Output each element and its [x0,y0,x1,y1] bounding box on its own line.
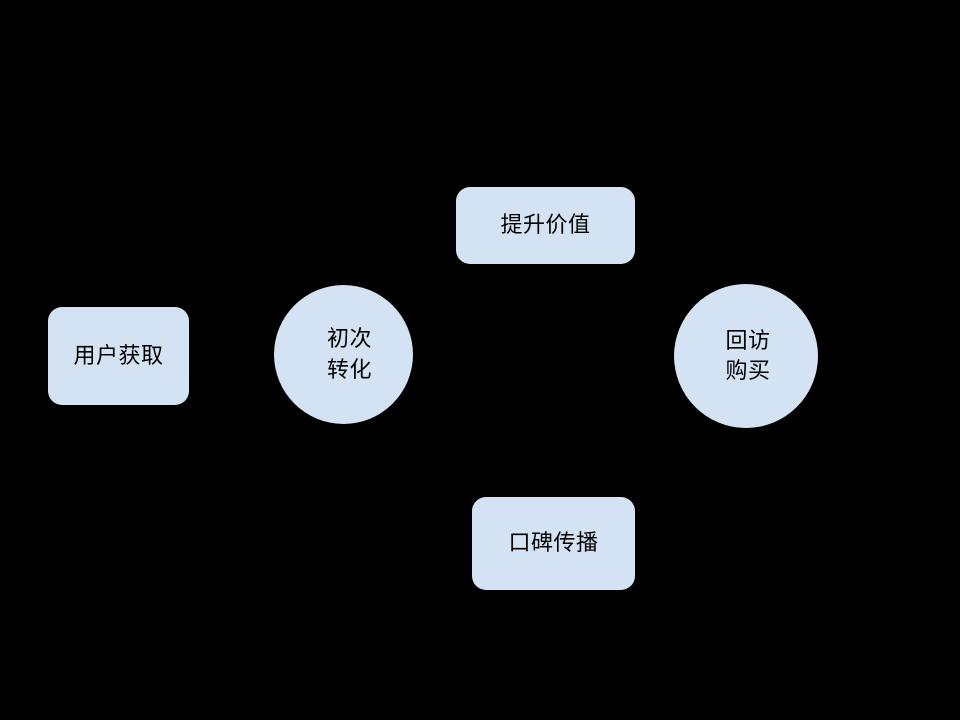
node-first-conversion[interactable]: 初次 转化 [274,285,413,424]
node-value-uplift-label: 提升价值 [500,212,591,238]
node-first-conversion-label: 初次 转化 [326,326,372,382]
node-user-acquisition-label: 用户获取 [73,342,164,368]
node-value-uplift[interactable]: 提升价值 [456,187,635,264]
node-word-of-mouth-label: 口碑传播 [508,530,599,556]
node-user-acquisition[interactable]: 用户获取 [48,307,189,405]
node-word-of-mouth[interactable]: 口碑传播 [472,497,635,590]
node-repeat-purchase-label: 回访 购买 [725,327,771,383]
node-repeat-purchase[interactable]: 回访 购买 [674,284,818,428]
